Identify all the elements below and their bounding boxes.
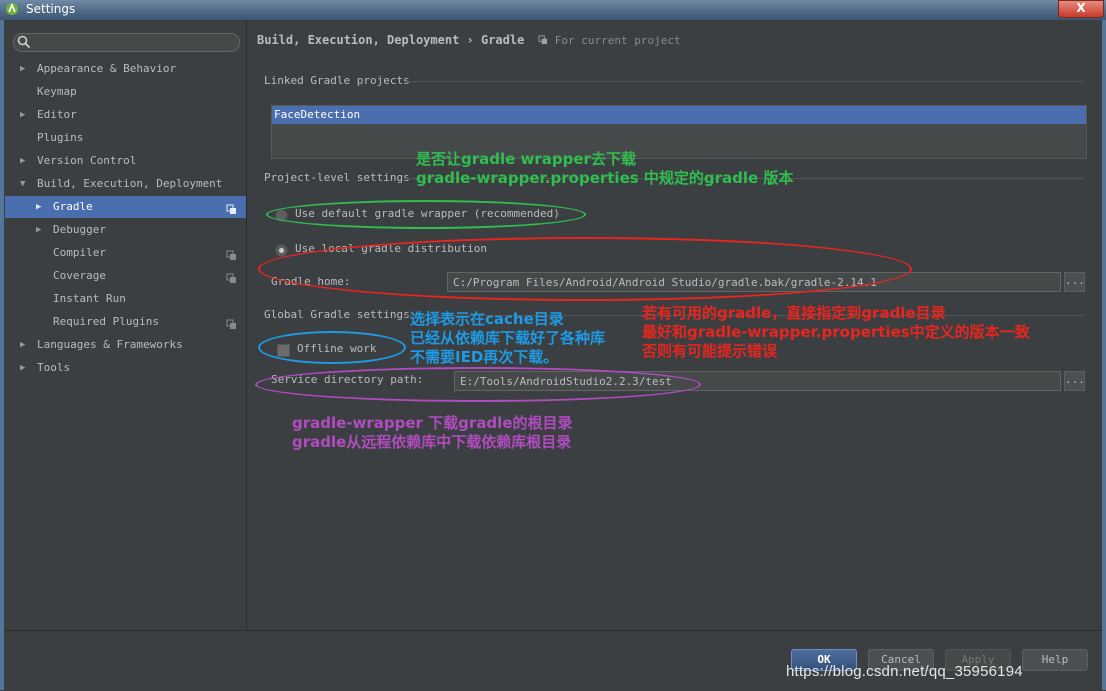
- window-title-bar: Settings X: [0, 0, 1106, 21]
- sidebar-item-label: Debugger: [53, 223, 106, 236]
- annotation-line: gradle-wrapper 下载gradle的根目录: [292, 414, 573, 432]
- chevron-down-icon: ▼: [20, 179, 26, 189]
- annotation-line: 选择表示在cache目录: [410, 310, 564, 328]
- blue-highlight-ellipse: [258, 331, 406, 364]
- help-button[interactable]: Help: [1022, 649, 1088, 671]
- breadcrumb-scope: For current project: [554, 34, 681, 47]
- global-settings-header: Global Gradle settings: [264, 308, 410, 321]
- window-title: Settings: [26, 2, 76, 16]
- divider: [404, 315, 1084, 316]
- chevron-right-icon: ▶: [36, 202, 42, 212]
- annotation-line: 是否让gradle wrapper去下载: [416, 150, 636, 168]
- chevron-right-icon: ▶: [20, 110, 26, 120]
- red-annotation: 若有可用的gradle，直接指定到gradle目录 最好和gradle-wrap…: [642, 304, 1030, 361]
- green-annotation: 是否让gradle wrapper去下载 gradle-wrapper.prop…: [416, 150, 793, 188]
- gradle-home-browse-button[interactable]: ...: [1064, 272, 1085, 292]
- sidebar-item-label: Compiler: [53, 246, 106, 259]
- dialog-button-bar: [4, 630, 1102, 691]
- sidebar-item-label: Gradle: [53, 200, 93, 213]
- sidebar-item-debugger[interactable]: ▶ Debugger: [36, 219, 106, 241]
- sidebar-item-label: Plugins: [37, 131, 84, 144]
- sidebar-item-editor[interactable]: ▶ Editor: [20, 104, 77, 126]
- sidebar-item-label: Languages & Frameworks: [37, 338, 183, 351]
- linked-projects-header: Linked Gradle projects: [264, 74, 410, 87]
- green-highlight-ellipse: [266, 200, 586, 229]
- project-scope-icon: [226, 319, 236, 329]
- watermark-text: https://blog.csdn.net/qq_35956194: [786, 663, 1023, 680]
- chevron-right-icon: ▶: [36, 225, 42, 235]
- annotation-line: 已经从依赖库下载好了各种库: [410, 329, 606, 347]
- sidebar-item-label: Keymap: [37, 85, 77, 98]
- chevron-right-icon: ▶: [20, 340, 26, 350]
- project-scope-icon: [226, 273, 236, 283]
- purple-highlight-ellipse: [255, 367, 701, 402]
- sidebar-item-required-plugins[interactable]: Required Plugins: [53, 311, 159, 333]
- search-icon: [17, 35, 31, 49]
- sidebar-item-plugins[interactable]: Plugins: [37, 127, 83, 149]
- red-highlight-ellipse: [258, 237, 912, 301]
- list-item[interactable]: FaceDetection: [272, 106, 1086, 124]
- annotation-line: 不需要IED再次下载。: [410, 348, 559, 366]
- project-scope-icon: [226, 204, 236, 214]
- project-settings-header: Project-level settings: [264, 171, 410, 184]
- cancel-button[interactable]: Cancel: [868, 649, 934, 671]
- breadcrumb-path: Build, Execution, Deployment › Gradle: [257, 33, 525, 47]
- project-scope-icon: [538, 35, 547, 45]
- chevron-right-icon: ▶: [20, 363, 26, 373]
- android-studio-icon: [6, 2, 18, 15]
- sidebar-item-coverage[interactable]: Coverage: [53, 265, 106, 287]
- sidebar-item-label: Tools: [37, 361, 71, 374]
- project-scope-icon: [226, 250, 236, 260]
- ok-button[interactable]: OK: [791, 649, 857, 671]
- sidebar-item-label: Build, Execution, Deployment: [37, 177, 223, 190]
- purple-annotation: gradle-wrapper 下载gradle的根目录 gradle从远程依赖库…: [292, 414, 573, 452]
- annotation-line: 若有可用的gradle，直接指定到gradle目录: [642, 304, 946, 322]
- settings-sidebar: [4, 20, 247, 630]
- annotation-line: 否则有可能提示错误: [642, 342, 778, 360]
- divider: [404, 81, 1084, 82]
- search-input[interactable]: [13, 33, 240, 52]
- chevron-right-icon: ▶: [20, 64, 26, 74]
- sidebar-item-label: Appearance & Behavior: [37, 62, 177, 75]
- sidebar-item-keymap[interactable]: Keymap: [37, 81, 77, 103]
- sidebar-item-label: Version Control: [37, 154, 137, 167]
- linked-projects-list[interactable]: FaceDetection: [271, 105, 1087, 159]
- sidebar-selected-row: [5, 196, 246, 218]
- chevron-right-icon: ▶: [20, 156, 26, 166]
- close-button[interactable]: X: [1058, 0, 1104, 18]
- sidebar-item-compiler[interactable]: Compiler: [53, 242, 106, 264]
- annotation-line: 最好和gradle-wrapper.properties中定义的版本一致: [642, 323, 1030, 341]
- service-directory-browse-button[interactable]: ...: [1064, 371, 1085, 391]
- sidebar-item-gradle[interactable]: ▶ Gradle: [36, 196, 93, 218]
- sidebar-item-tools[interactable]: ▶ Tools: [20, 357, 71, 379]
- apply-button[interactable]: Apply: [945, 649, 1011, 671]
- sidebar-item-label: Coverage: [53, 269, 106, 282]
- sidebar-item-appearance-behavior[interactable]: ▶ Appearance & Behavior: [20, 58, 177, 80]
- divider: [404, 178, 1084, 179]
- sidebar-item-instant-run[interactable]: Instant Run: [53, 288, 126, 310]
- breadcrumb: Build, Execution, Deployment › Gradle Fo…: [257, 33, 681, 47]
- sidebar-item-label: Instant Run: [53, 292, 126, 305]
- sidebar-item-languages-frameworks[interactable]: ▶ Languages & Frameworks: [20, 334, 183, 356]
- sidebar-item-version-control[interactable]: ▶ Version Control: [20, 150, 137, 172]
- sidebar-item-build-execution-deployment[interactable]: ▼ Build, Execution, Deployment: [20, 173, 223, 195]
- annotation-line: gradle-wrapper.properties 中规定的gradle 版本: [416, 169, 794, 187]
- sidebar-item-label: Required Plugins: [53, 315, 159, 328]
- sidebar-item-label: Editor: [37, 108, 77, 121]
- annotation-line: gradle从远程依赖库中下载依赖库根目录: [292, 433, 572, 451]
- blue-annotation: 选择表示在cache目录 已经从依赖库下载好了各种库 不需要IED再次下载。: [410, 310, 605, 367]
